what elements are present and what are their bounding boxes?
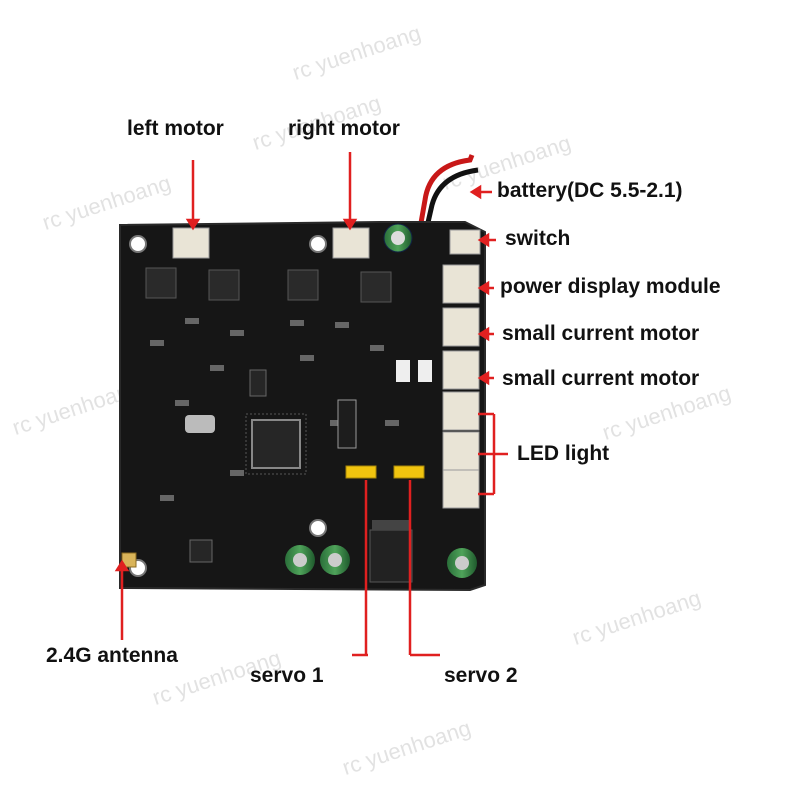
- right-motor-connector: [332, 227, 370, 259]
- servo-1-header: [345, 465, 377, 479]
- small-motor-1-connector: [442, 307, 480, 347]
- led-connector-1: [442, 391, 480, 431]
- microcontroller-chip: [251, 419, 301, 469]
- led-connector-3: [442, 469, 480, 509]
- label-small-motor-1: small current motor: [502, 322, 700, 345]
- label-servo-2: servo 2: [444, 664, 518, 687]
- voltage-regulator: [369, 529, 413, 583]
- callout-lines: [114, 152, 508, 657]
- small-motor-2-connector: [442, 350, 480, 390]
- left-motor-connector: [172, 227, 210, 259]
- label-left-motor: left motor: [127, 117, 224, 140]
- label-servo-1: servo 1: [250, 664, 324, 687]
- label-small-motor-2: small current motor: [502, 367, 700, 390]
- label-led-light: LED light: [517, 442, 610, 465]
- label-power-display: power display module: [500, 275, 721, 298]
- label-antenna: 2.4G antenna: [46, 644, 178, 667]
- led-connector-2: [442, 431, 480, 471]
- label-switch: switch: [505, 227, 571, 250]
- pcb-board: [119, 221, 486, 592]
- servo-2-header: [393, 465, 425, 479]
- power-display-connector: [442, 264, 480, 304]
- label-right-motor: right motor: [288, 117, 400, 140]
- label-battery: battery(DC 5.5-2.1): [497, 179, 683, 202]
- switch-connector: [449, 229, 481, 255]
